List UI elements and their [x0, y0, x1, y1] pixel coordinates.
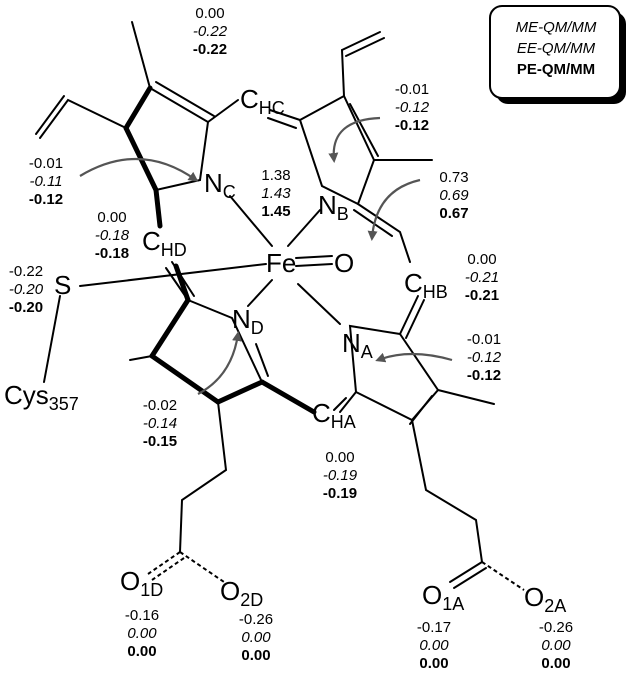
svg-text:-0.16: -0.16 [125, 607, 159, 624]
atom-o2d: O2D [220, 576, 263, 610]
svg-text:-0.12: -0.12 [395, 117, 429, 134]
svg-text:-0.12: -0.12 [29, 191, 63, 208]
charge-fe: 1.38 1.43 1.45 [261, 167, 291, 220]
charge-cha: 0.00 -0.19 -0.19 [323, 449, 358, 502]
charge-chc: 0.00 -0.22 -0.22 [193, 5, 228, 58]
svg-text:-0.22: -0.22 [193, 41, 227, 58]
svg-text:0.00: 0.00 [127, 643, 156, 660]
svg-text:-0.22: -0.22 [9, 263, 43, 280]
svg-text:0.00: 0.00 [241, 629, 271, 646]
arrow-na [375, 352, 453, 363]
svg-text:-0.20: -0.20 [9, 281, 44, 298]
arrow-nd [197, 331, 242, 395]
arrow-nb [328, 116, 381, 163]
svg-text:-0.01: -0.01 [29, 155, 63, 172]
charge-s: -0.22 -0.20 -0.20 [9, 263, 44, 316]
charge-nd: -0.02 -0.14 -0.15 [143, 397, 177, 450]
svg-text:1.43: 1.43 [261, 185, 291, 202]
atom-o1d: O1D [120, 566, 163, 600]
svg-text:0.00: 0.00 [325, 449, 354, 466]
charge-chb: 0.00 -0.21 -0.21 [465, 251, 499, 304]
svg-text:-0.21: -0.21 [465, 269, 499, 286]
atom-na: NA [342, 328, 373, 362]
svg-text:-0.26: -0.26 [539, 619, 573, 636]
svg-text:0.00: 0.00 [467, 251, 496, 268]
svg-text:-0.19: -0.19 [323, 467, 358, 484]
atom-chb: CHB [404, 268, 448, 302]
svg-text:0.00: 0.00 [541, 655, 570, 672]
svg-text:-0.12: -0.12 [467, 367, 501, 384]
charge-o: 0.73 0.69 0.67 [439, 169, 469, 222]
charge-nc: -0.01 -0.11 -0.12 [29, 155, 63, 208]
arrow-o [367, 178, 421, 241]
svg-text:-0.18: -0.18 [95, 227, 130, 244]
atom-o: O [334, 248, 354, 278]
charge-na: -0.01 -0.12 -0.12 [467, 331, 502, 384]
svg-text:-0.14: -0.14 [143, 415, 177, 432]
legend: ME-QM/MM EE-QM/MM PE-QM/MM [489, 5, 626, 104]
atom-chd: CHD [142, 226, 187, 260]
charge-o1a: -0.17 0.00 0.00 [417, 619, 451, 672]
svg-text:1.38: 1.38 [261, 167, 290, 184]
atom-fe: Fe [266, 248, 296, 278]
svg-text:-0.22: -0.22 [193, 23, 228, 40]
svg-text:0.00: 0.00 [419, 637, 449, 654]
charge-o2d: -0.26 0.00 0.00 [239, 611, 273, 664]
arrow-nc [79, 157, 199, 182]
svg-text:-0.12: -0.12 [467, 349, 502, 366]
legend-line-1: ME-QM/MM [516, 19, 597, 36]
svg-text:-0.19: -0.19 [323, 485, 357, 502]
svg-text:0.00: 0.00 [97, 209, 126, 226]
atom-nb: NB [318, 190, 349, 224]
svg-text:-0.18: -0.18 [95, 245, 129, 262]
bonds [35, 21, 525, 591]
charge-nb: -0.01 -0.12 -0.12 [395, 81, 430, 134]
svg-text:-0.20: -0.20 [9, 299, 43, 316]
atom-labels: Fe O S NA NB NC ND CHA CHB CHC CHD Cys35… [4, 84, 566, 616]
svg-text:1.45: 1.45 [261, 203, 290, 220]
atom-o1a: O1A [422, 580, 464, 614]
svg-text:0.00: 0.00 [195, 5, 224, 22]
atom-cys: Cys357 [4, 380, 79, 414]
svg-text:-0.17: -0.17 [417, 619, 451, 636]
atom-nd: ND [232, 304, 264, 338]
svg-text:-0.21: -0.21 [465, 287, 499, 304]
svg-text:0.73: 0.73 [439, 169, 468, 186]
svg-text:-0.02: -0.02 [143, 397, 177, 414]
atom-cha: CHA [312, 398, 356, 432]
svg-text:0.00: 0.00 [127, 625, 157, 642]
atom-o2a: O2A [524, 582, 566, 616]
legend-line-3: PE-QM/MM [517, 61, 595, 78]
svg-text:0.00: 0.00 [419, 655, 448, 672]
charge-chd: 0.00 -0.18 -0.18 [95, 209, 130, 262]
atom-chc: CHC [240, 84, 285, 118]
svg-text:-0.01: -0.01 [395, 81, 429, 98]
svg-text:0.67: 0.67 [439, 205, 468, 222]
charges: 0.00 -0.22 -0.22 -0.01 -0.12 -0.12 -0.01… [9, 5, 573, 672]
atom-s: S [54, 270, 71, 300]
arrows [79, 116, 453, 395]
svg-text:-0.11: -0.11 [29, 173, 62, 190]
legend-line-2: EE-QM/MM [517, 40, 596, 57]
svg-text:-0.12: -0.12 [395, 99, 430, 116]
svg-text:0.00: 0.00 [541, 637, 571, 654]
svg-text:0.69: 0.69 [439, 187, 469, 204]
svg-text:-0.01: -0.01 [467, 331, 501, 348]
atom-nc: NC [204, 168, 236, 202]
svg-text:0.00: 0.00 [241, 647, 270, 664]
charge-o1d: -0.16 0.00 0.00 [125, 607, 159, 660]
svg-text:-0.26: -0.26 [239, 611, 273, 628]
charge-o2a: -0.26 0.00 0.00 [539, 619, 573, 672]
svg-text:-0.15: -0.15 [143, 433, 177, 450]
